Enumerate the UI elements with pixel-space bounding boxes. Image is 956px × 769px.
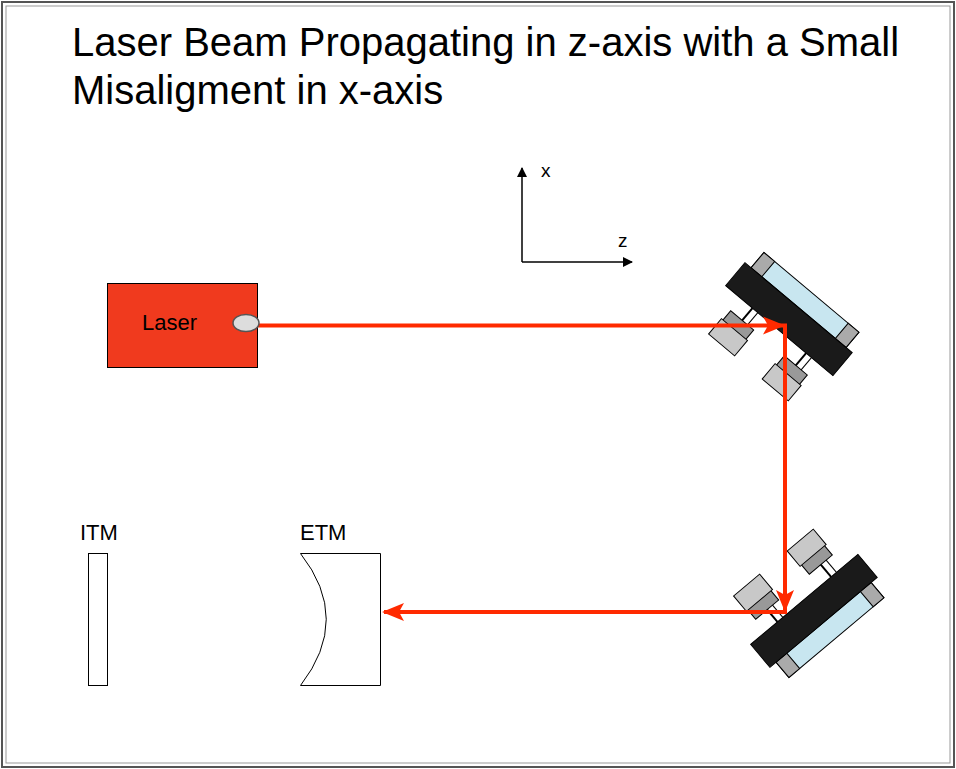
beam-arrowhead [763, 317, 785, 335]
x-axis [521, 168, 523, 262]
diagram-title: Laser Beam Propagating in z-axis with a … [72, 18, 942, 114]
mirror-node: ETM [292, 518, 384, 688]
z-axis [522, 261, 632, 263]
frame-inner [6, 6, 950, 763]
axis-label: x [541, 160, 551, 182]
beam-arrowhead [776, 590, 794, 612]
mirror-label: ETM [300, 520, 346, 546]
node-label: Laser [142, 310, 197, 336]
axis-label: z [618, 230, 628, 252]
mirror-mount [695, 247, 865, 412]
laser-box: Laser [107, 283, 258, 368]
mirror-node: ITM [70, 518, 134, 688]
mirror-label: ITM [80, 520, 118, 546]
mirror-mount [720, 518, 890, 683]
laser-aperture [230, 311, 264, 335]
